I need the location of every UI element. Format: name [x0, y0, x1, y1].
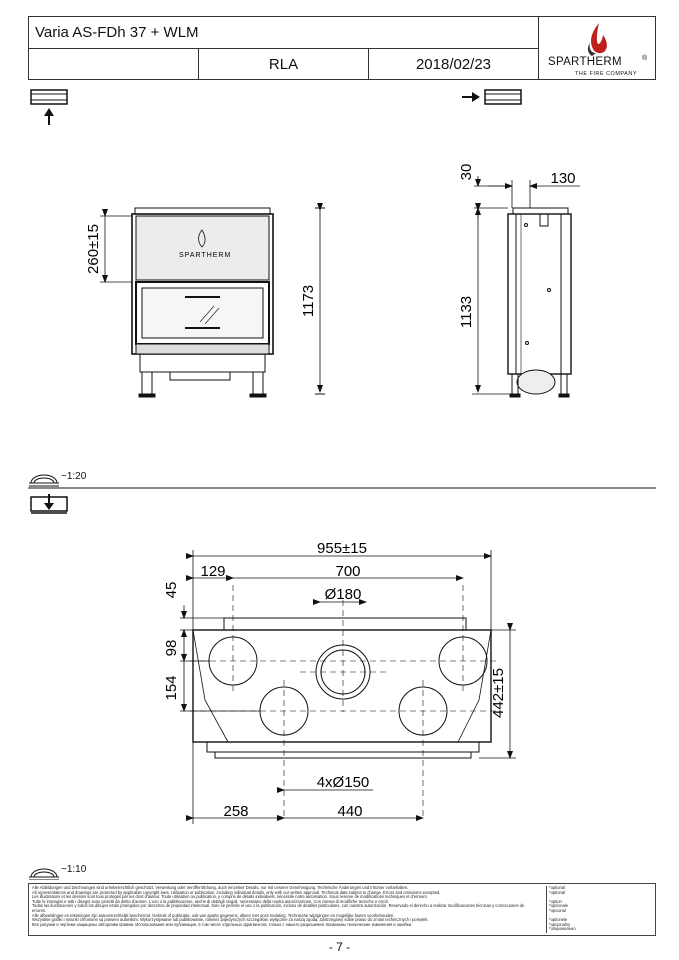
blank-cell [29, 49, 199, 80]
page-number: - 7 - [328, 940, 351, 954]
option-label: *optional [549, 889, 565, 895]
brand-tagline: THE FIRE COMPANY [575, 71, 637, 77]
brand-registered: ® [642, 55, 648, 62]
option-label: *opcjonalny [549, 921, 571, 927]
scale-icon-bottom [29, 868, 59, 880]
disclaimer-ru: Все рисунки и чертежи защищены авторским… [32, 921, 413, 927]
front-emblem-flame-icon [198, 229, 206, 248]
side-view [507, 207, 572, 398]
side-view-symbol [462, 89, 522, 105]
front-emblem-text: SPARTHERM [179, 252, 231, 259]
disclaimer-it: Tutte le immagini e tutti i disegni sono… [32, 898, 390, 904]
disclaimer-text: Alle Abbildungen und Zeichnungen sind ur… [32, 885, 537, 927]
side-dim-lines [472, 176, 580, 395]
date-cell: 2018/02/23 [369, 49, 538, 80]
option-label: *opcional [549, 907, 566, 913]
dim-plan-depth: 442±15 [490, 668, 507, 718]
dim-side-height: 1133 [458, 296, 475, 328]
front-view-symbol [30, 89, 68, 125]
option-label: *optionele [549, 917, 568, 923]
dim-plan-440: 440 [337, 803, 362, 820]
plan-dim-lines [180, 550, 516, 824]
flame-icon [587, 23, 607, 56]
brand-name: SPARTHERM [548, 56, 622, 68]
disclaimer-es: Todas las ilustraciones y todos los dibu… [32, 903, 525, 913]
technical-drawing: SPARTHERM 1173 260±15 [28, 89, 656, 880]
scale-label-top: ~1:20 [61, 471, 87, 482]
drawing-code: RLA [268, 56, 299, 73]
option-label: *optional [549, 885, 565, 890]
option-label: *опционально [549, 926, 576, 932]
disclaimer-en: All representations and drawings are pro… [32, 889, 441, 895]
plan-view [190, 585, 500, 820]
option-label: *opzionale [549, 903, 569, 909]
disclaimer-pl: Wszystkie grafiki i rysunki chronione są… [32, 917, 429, 923]
title-block: Varia AS-FDh 37 + WLM RLA 2018/02/23 SPA… [28, 16, 656, 80]
dim-plan-45: 45 [163, 582, 180, 599]
title-cell: Varia AS-FDh 37 + WLM [29, 17, 538, 49]
options-legend: *optional *optional *option *opzionale *… [546, 885, 657, 933]
logo-cell: SPARTHERM ® THE FIRE COMPANY [538, 17, 656, 79]
disclaimer-fr: Les illustrations et les dessins sont to… [32, 894, 428, 900]
disclaimer-nl: Alle afbeeldingen en tekeningen zijn aut… [32, 912, 395, 918]
option-label: *option [549, 898, 562, 904]
dim-plan-pipes: 4xØ150 [317, 774, 370, 791]
code-cell: RLA [199, 49, 369, 80]
dim-plan-left: 129 [200, 563, 225, 580]
dim-front-height: 1173 [300, 285, 317, 317]
dim-plan-span: 700 [335, 563, 360, 580]
dim-plan-center-pipe: Ø180 [325, 586, 362, 603]
dim-front-door: 260±15 [85, 224, 102, 274]
dim-side-depth: 130 [550, 170, 575, 187]
scale-label-bottom: ~1:10 [61, 864, 87, 875]
front-dim-lines [100, 203, 323, 393]
dim-plan-98: 98 [163, 640, 180, 657]
drawing-date: 2018/02/23 [415, 56, 492, 73]
product-title: Varia AS-FDh 37 + WLM [35, 24, 199, 41]
scale-icon-top [29, 474, 59, 487]
dim-plan-258: 258 [223, 803, 248, 820]
disclaimer-de: Alle Abbildungen und Zeichnungen sind ur… [32, 885, 409, 890]
dim-side-top: 30 [458, 164, 475, 181]
dim-plan-width: 955±15 [317, 540, 367, 557]
dim-plan-154: 154 [163, 675, 180, 700]
front-view [131, 207, 325, 398]
copyright-footer: Alle Abbildungen und Zeichnungen sind ur… [28, 883, 656, 936]
plan-view-symbol [30, 494, 68, 514]
